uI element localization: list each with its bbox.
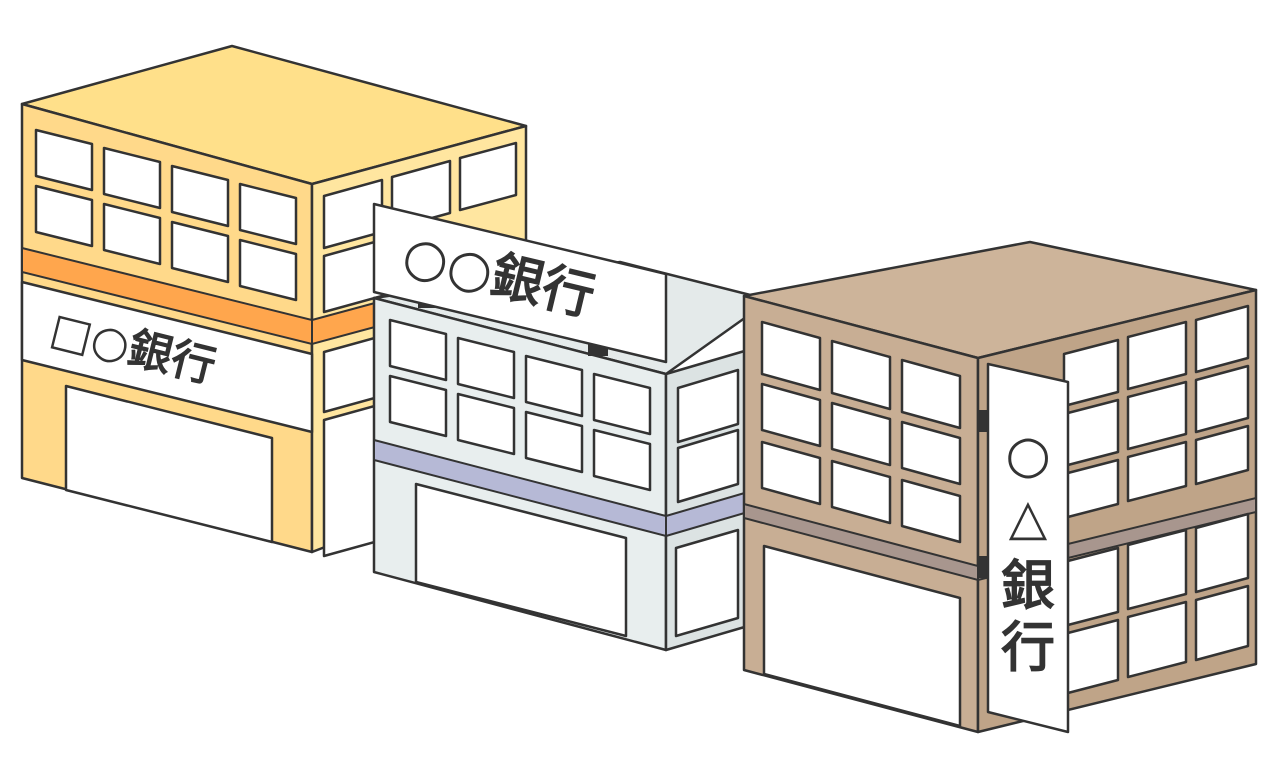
- svg-text:行: 行: [1001, 616, 1055, 679]
- right-building-entrance: [762, 544, 962, 728]
- right-building-front-windows: [760, 320, 962, 544]
- middle-building-front-windows: [388, 318, 652, 492]
- middle-building-side-windows: [674, 368, 740, 638]
- right-bank-building: ○ △ 銀 行: [742, 240, 1258, 734]
- svg-text:△: △: [1009, 488, 1048, 546]
- left-building-sign: [20, 280, 314, 434]
- middle-building-sign: [372, 202, 668, 364]
- middle-building-entrance: [414, 482, 628, 638]
- left-building-entrance: [64, 384, 274, 544]
- left-building-front-windows: [34, 128, 298, 302]
- svg-text:銀: 銀: [1001, 554, 1055, 617]
- svg-text:○: ○: [1005, 425, 1050, 485]
- middle-bank-building: ○○銀行: [372, 202, 772, 652]
- right-building-vertical-sign: [986, 362, 1070, 734]
- right-building-sign-text: ○ △ 銀 行: [1001, 425, 1055, 679]
